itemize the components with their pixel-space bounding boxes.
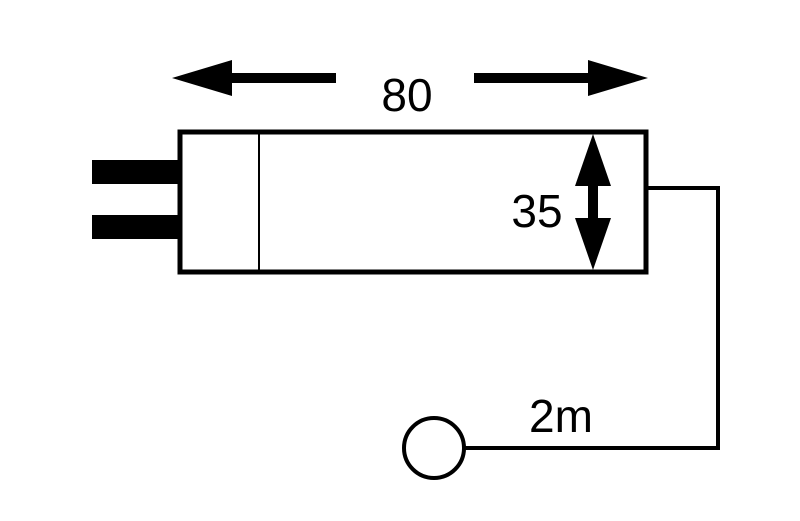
device-body	[177, 129, 649, 275]
diameter-label: 35	[511, 185, 562, 237]
length-label: 80	[381, 69, 432, 121]
right-arrowhead	[588, 60, 648, 96]
top-arrowhead	[575, 134, 611, 186]
left-arrowhead	[172, 60, 232, 96]
length-dimension-arrow	[172, 60, 648, 96]
diameter-arrow-shaft	[588, 184, 598, 222]
cable-length-label: 2m	[529, 390, 593, 442]
upper-prong	[92, 160, 182, 184]
left-arrow-shaft	[230, 73, 336, 83]
diameter-dimension-arrow	[575, 134, 611, 270]
lower-prong	[92, 215, 182, 239]
right-arrow-shaft	[474, 73, 590, 83]
bottom-arrowhead	[575, 218, 611, 270]
cable-line	[464, 186, 720, 450]
sensor-probe-icon	[402, 416, 466, 480]
